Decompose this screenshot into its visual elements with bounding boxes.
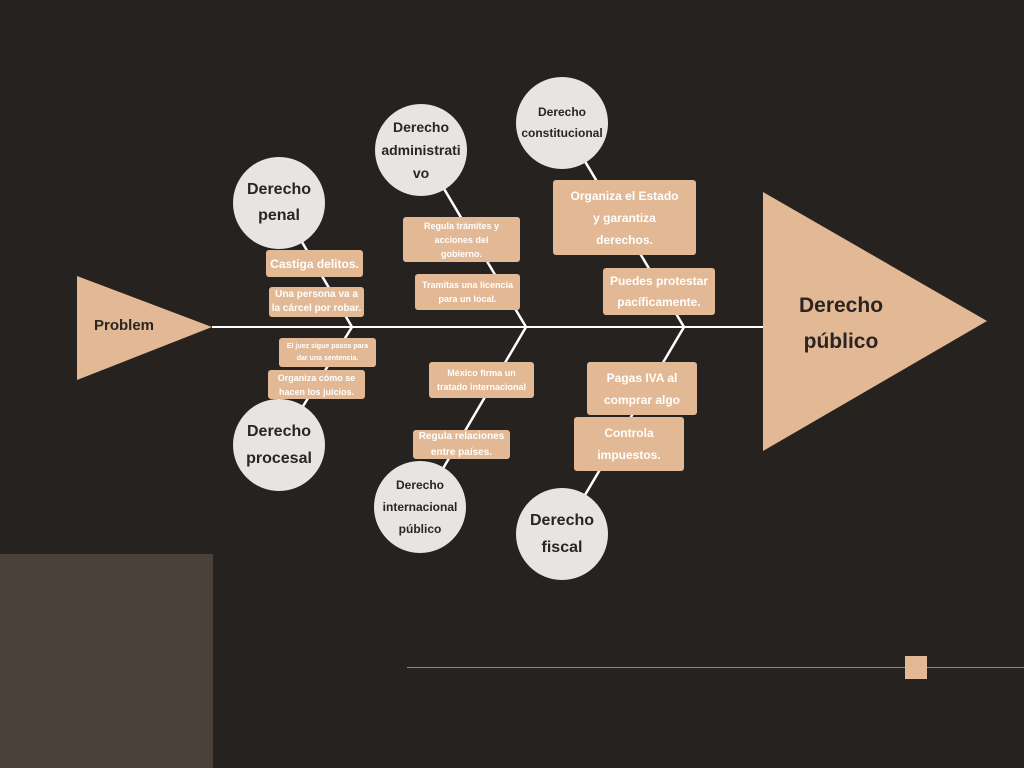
note-penal-2: Una persona va a la cárcel por robar. (269, 287, 364, 317)
category-circle-procesal: Derecho procesal (233, 399, 325, 491)
decorative-square (905, 656, 927, 679)
head-label: Derecho público (798, 294, 884, 353)
note-administrativo-2: Tramitas una licencia para un local. (415, 274, 520, 310)
note-procesal-2: Organiza cómo se hacen los juicios. (268, 370, 365, 399)
decorative-line (407, 667, 1024, 668)
category-circle-constitucional: Derecho constitucional (516, 77, 608, 169)
problem-label: Problem (94, 317, 155, 334)
fish-tail (77, 276, 212, 380)
decorative-block (0, 554, 213, 768)
note-procesal-1: El juez sigue pasos para dar una sentenc… (279, 338, 376, 367)
category-circle-fiscal: Derecho fiscal (516, 488, 608, 580)
note-internacional-2: Regula relaciones entre países. (413, 430, 510, 459)
note-internacional-1: México firma un tratado internacional (429, 362, 534, 398)
category-circle-internacional: Derecho internacional público (374, 461, 466, 553)
note-constitucional-1: Organiza el Estado y garantiza derechos. (553, 180, 696, 255)
category-circle-penal: Derecho penal (233, 157, 325, 249)
fish-head (763, 192, 987, 451)
note-fiscal-2: Controla impuestos. (574, 417, 684, 471)
note-constitucional-2: Puedes protestar pacíficamente. (603, 268, 715, 315)
category-circle-administrativo: Derecho administrati vo (375, 104, 467, 196)
note-penal-1: Castiga delitos. (266, 250, 363, 277)
note-fiscal-1: Pagas IVA al comprar algo (587, 362, 697, 415)
note-administrativo-1: Regula trámites y acciones del gobierno. (403, 217, 520, 262)
